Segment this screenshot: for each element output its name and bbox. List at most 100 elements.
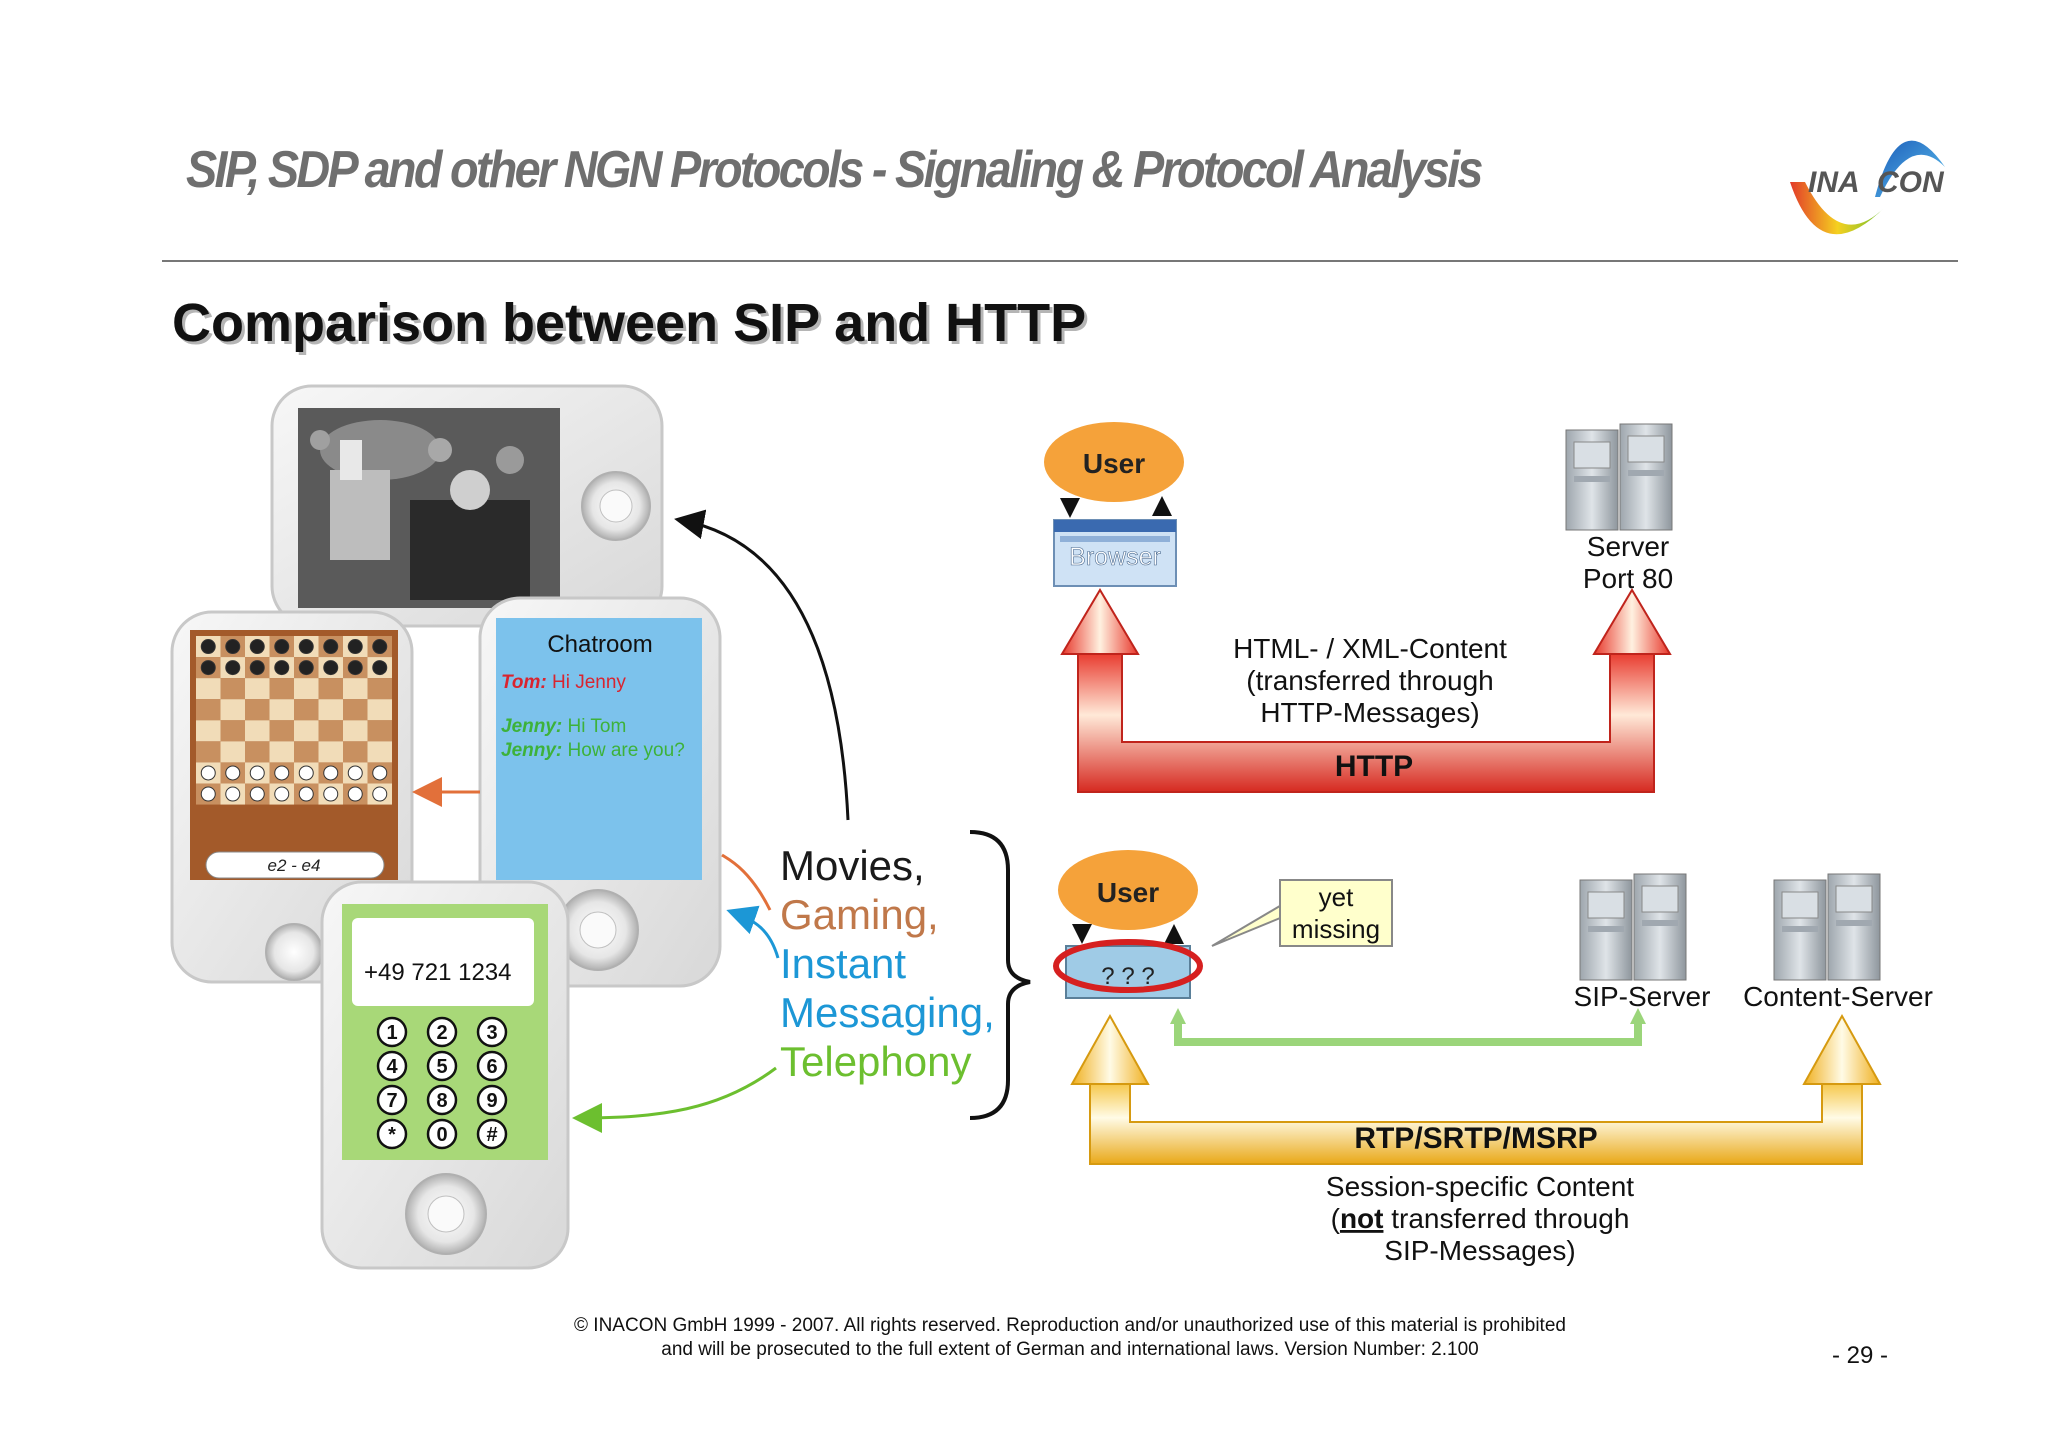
http-server-label: Server: [1587, 531, 1669, 562]
keypad-key: [476, 1118, 508, 1150]
chess-piece: [298, 765, 314, 781]
chess-piece: [249, 765, 265, 781]
header-title: SIP, SDP and other NGN Protocols - Signa…: [186, 141, 1483, 199]
chess-square: [196, 678, 221, 700]
chess-piece: [274, 639, 290, 655]
chat-sender: Jenny:: [501, 740, 562, 761]
service-label: Messaging,: [780, 989, 995, 1036]
yet-missing-callout: [1211, 879, 1393, 947]
chess-piece: [323, 786, 339, 802]
chat-message: Jenny: How are you?: [501, 740, 685, 761]
sip-content-not: not: [1340, 1203, 1384, 1234]
chess-square: [220, 720, 245, 742]
http-content-line1: HTML- / XML-Content: [1233, 633, 1507, 664]
chess-square: [343, 699, 368, 721]
callout-line2: missing: [1292, 914, 1380, 944]
http-content-line2: (transferred through: [1246, 665, 1493, 696]
content-server-label: Content-Server: [1743, 981, 1933, 1012]
keypad-key: [476, 1016, 508, 1048]
keypad-key: [426, 1050, 458, 1082]
keypad-key: [426, 1016, 458, 1048]
http-content-line3: HTTP-Messages): [1260, 697, 1479, 728]
chess-piece: [298, 639, 314, 655]
rtp-arrow: [1070, 1013, 1882, 1165]
chess-square: [269, 678, 294, 700]
sip-user-label: User: [1097, 877, 1159, 908]
chess-square: [220, 699, 245, 721]
chat-text: Hi Tom: [562, 716, 626, 737]
chess-square: [294, 741, 319, 763]
content-server-icon: [1773, 873, 1881, 981]
chess-square: [220, 741, 245, 763]
chess-piece: [347, 639, 363, 655]
chat-message: Jenny: Hi Tom: [501, 716, 626, 737]
logo-swoosh-warm: [1790, 182, 1885, 235]
http-protocol-label: HTTP: [1335, 750, 1413, 783]
chess-piece: [372, 765, 388, 781]
dialed-number: +49 721 1234: [364, 959, 511, 986]
sip-server-label: SIP-Server: [1574, 981, 1711, 1012]
service-label: Gaming,: [780, 891, 939, 938]
chess-piece: [200, 786, 216, 802]
chess-square: [294, 699, 319, 721]
service-label: Telephony: [780, 1038, 971, 1085]
arrow-to-chatroom: [726, 905, 780, 959]
browser-window: [1053, 519, 1177, 587]
keypad-key: [376, 1050, 408, 1082]
page-number: - 29 -: [1832, 1342, 1889, 1369]
chess-square: [343, 720, 368, 742]
chess-square: [343, 678, 368, 700]
slide-title: Comparison between SIP and HTTP: [172, 293, 1087, 353]
keypad-key-label: 9: [486, 1090, 497, 1112]
chess-square: [196, 720, 221, 742]
chess-piece: [225, 765, 241, 781]
footer-line1: © INACON GmbH 1999 - 2007. All rights re…: [574, 1315, 1566, 1336]
chatroom-title: Chatroom: [547, 631, 652, 658]
chess-piece: [347, 660, 363, 676]
chess-square: [367, 720, 392, 742]
logo-swoosh-blue: [1875, 140, 1945, 197]
chess-square: [318, 720, 343, 742]
movie-device: [270, 384, 664, 628]
chess-square: [220, 678, 245, 700]
keypad-key-label: 1: [386, 1022, 397, 1044]
http-arrow: [1060, 588, 1672, 793]
arrow-gaming-source: [721, 853, 772, 911]
chess-piece: [372, 786, 388, 802]
chess-piece: [249, 660, 265, 676]
chess-square: [196, 699, 221, 721]
sip-content-line1: Session-specific Content: [1326, 1171, 1634, 1202]
sip-user-oval: [1058, 850, 1198, 930]
sip-signaling-arrow: [1170, 1008, 1646, 1046]
chess-piece: [347, 786, 363, 802]
keypad-key: [476, 1050, 508, 1082]
header-divider: [162, 260, 1958, 262]
chess-square: [318, 678, 343, 700]
chess-piece: [200, 639, 216, 655]
chat-message: Tom: Hi Jenny: [501, 672, 626, 693]
sip-content-paren: (: [1331, 1203, 1341, 1234]
chat-text: Hi Jenny: [547, 672, 627, 693]
keypad-key-label: 3: [486, 1022, 497, 1044]
chess-square: [245, 720, 270, 742]
chess-square: [269, 720, 294, 742]
chess-piece: [347, 765, 363, 781]
sip-server-icon: [1579, 873, 1687, 981]
keypad-key: [376, 1084, 408, 1116]
chess-piece: [225, 660, 241, 676]
chess-piece: [274, 786, 290, 802]
sip-content-line2: (not transferred through: [1331, 1203, 1630, 1234]
keypad-key: [376, 1118, 408, 1150]
logo-text-left: INA: [1808, 166, 1860, 199]
chessboard: [196, 636, 392, 805]
logo-text-right: CON: [1877, 166, 1945, 199]
sip-client-label: ? ? ?: [1101, 963, 1154, 990]
arrow-to-telephony: [572, 1066, 777, 1133]
chess-piece: [225, 639, 241, 655]
keypad-key: [376, 1016, 408, 1048]
keypad-key: [426, 1118, 458, 1150]
